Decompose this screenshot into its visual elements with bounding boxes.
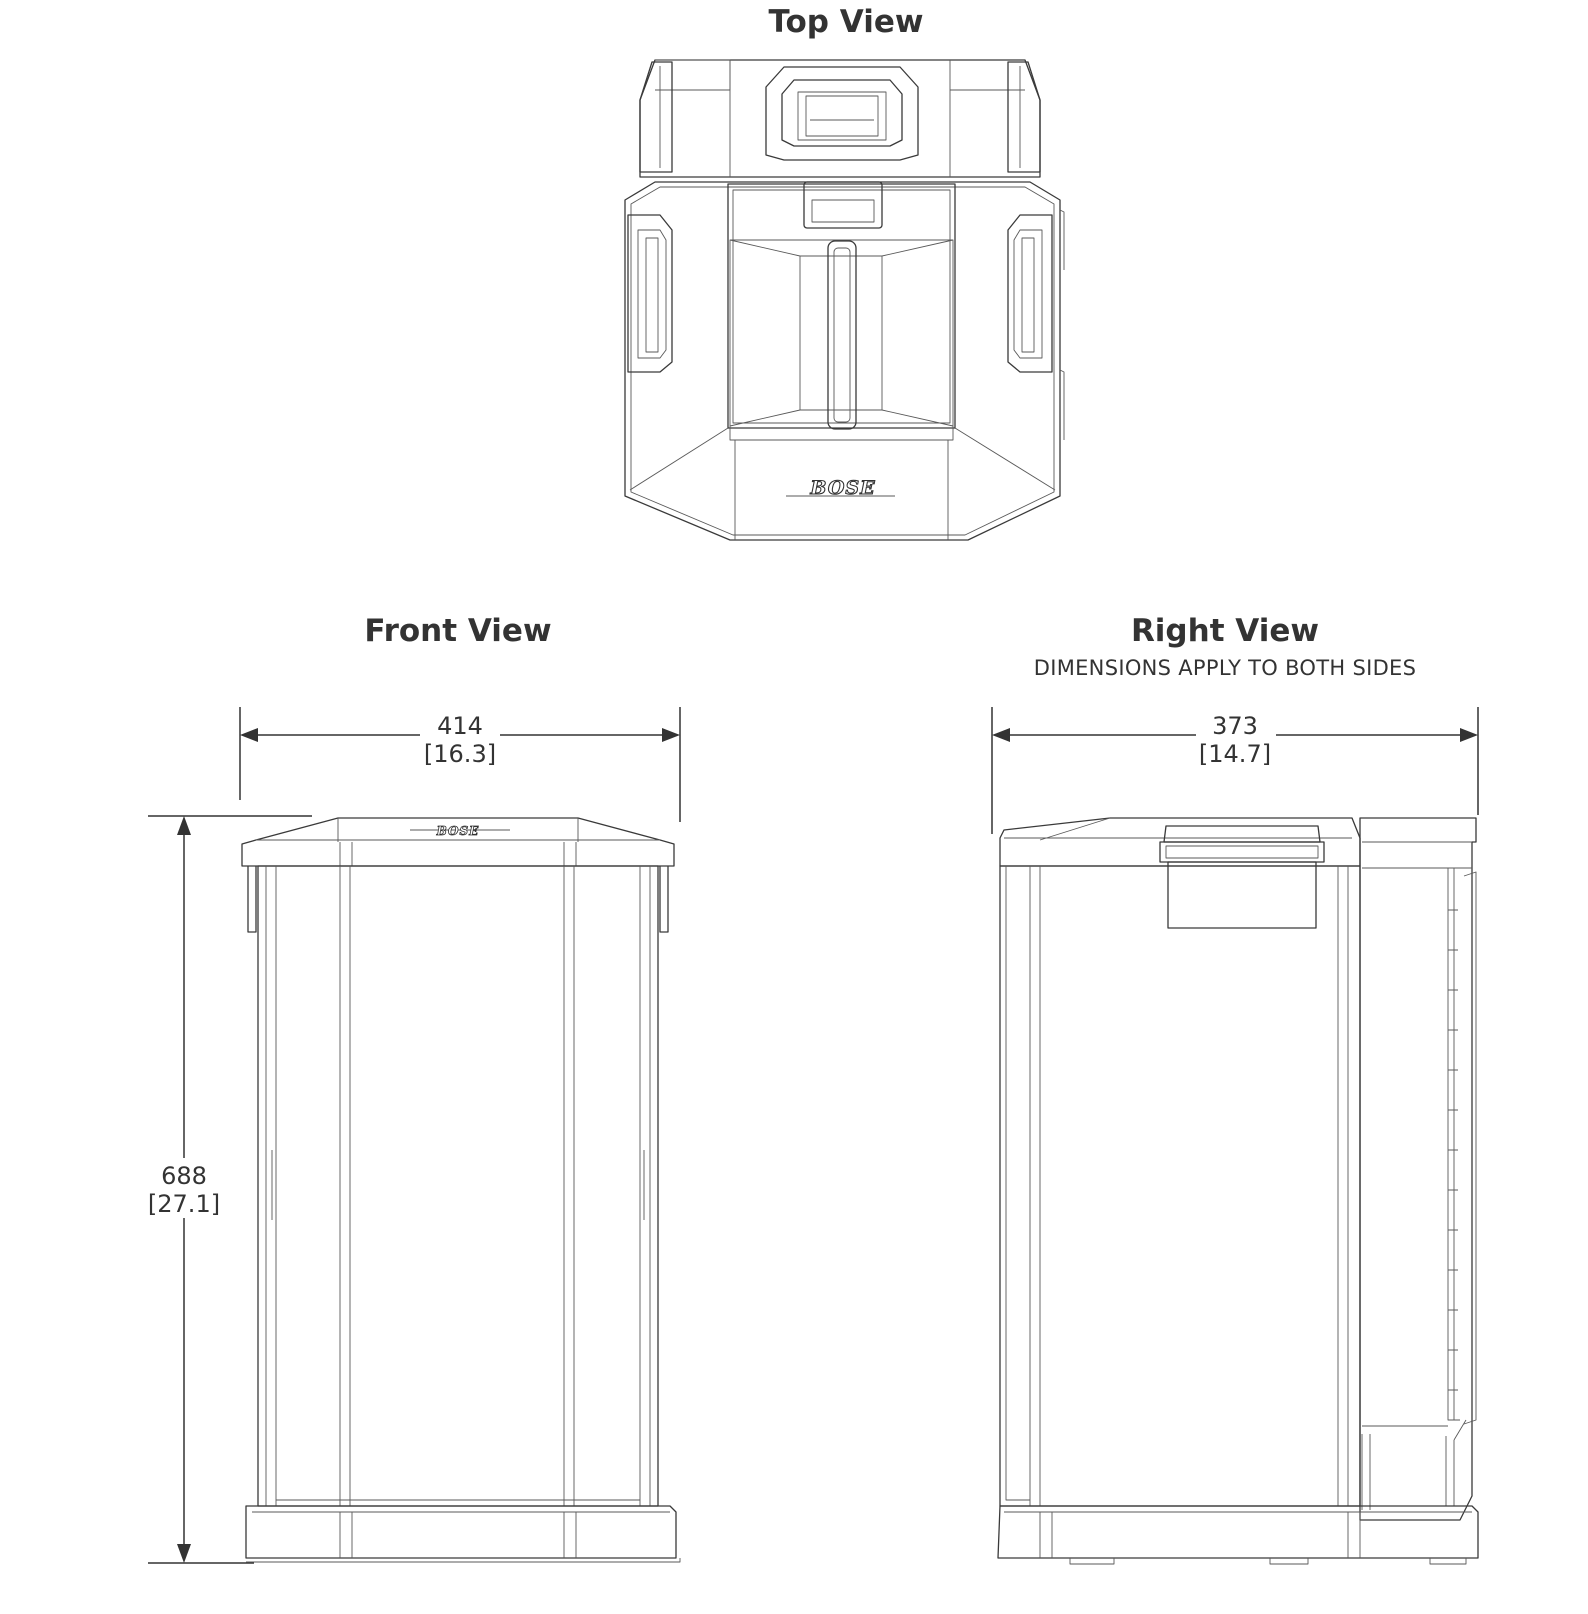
top-view-logo: BOSE: [809, 477, 875, 499]
front-view: Front View 414 [16.3] 688 [27.1]: [148, 613, 681, 1564]
front-height-mm: 688: [161, 1162, 207, 1190]
front-view-logo: BOSE: [436, 824, 480, 838]
top-view-title: Top View: [768, 4, 923, 40]
front-height-dimension: 688 [27.1]: [148, 815, 312, 1564]
front-width-dimension: 414 [16.3]: [239, 707, 681, 822]
top-view-drawing: [624, 59, 1065, 541]
right-depth-mm: 373: [1212, 712, 1258, 740]
right-view-drawing: [997, 817, 1479, 1565]
front-view-title: Front View: [364, 613, 551, 649]
right-view: Right View DIMENSIONS APPLY TO BOTH SIDE…: [991, 613, 1479, 1565]
front-height-in: [27.1]: [148, 1190, 220, 1218]
front-width-mm: 414: [437, 712, 483, 740]
right-view-note: DIMENSIONS APPLY TO BOTH SIDES: [1034, 656, 1417, 680]
right-view-title: Right View: [1131, 613, 1319, 649]
right-depth-in: [14.7]: [1199, 740, 1271, 768]
front-view-drawing: [241, 817, 681, 1563]
front-width-in: [16.3]: [424, 740, 496, 768]
right-depth-dimension: 373 [14.7]: [991, 707, 1479, 834]
top-view: Top View: [624, 4, 1065, 541]
